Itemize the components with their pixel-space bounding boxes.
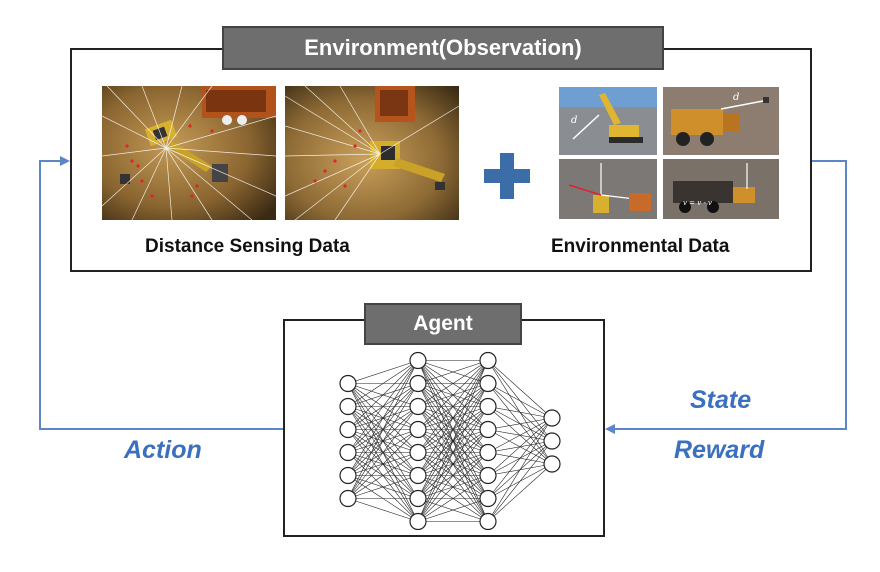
nn-node — [409, 466, 427, 485]
state-reward-arrow-line — [605, 160, 847, 434]
svg-text:d: d — [571, 115, 577, 126]
nn-connection — [487, 417, 553, 522]
nn-node — [409, 351, 427, 370]
reward-label: Reward — [674, 436, 765, 464]
nn-connection — [417, 498, 489, 522]
nn-node — [409, 420, 427, 439]
nn-connection — [487, 360, 553, 419]
environmental-image-angle — [559, 159, 657, 219]
nn-connection — [347, 360, 419, 430]
nn-node — [479, 443, 497, 462]
environmental-image-truck-velocity: v = v - v — [663, 159, 779, 219]
nn-connection — [417, 383, 489, 522]
nn-node — [479, 512, 497, 530]
environmental-image-excavator-distance: d — [559, 87, 657, 155]
nn-connection — [417, 475, 489, 522]
nn-node — [479, 351, 497, 370]
distance-sensing-image-1 — [102, 86, 276, 220]
nn-node — [409, 512, 427, 530]
environmental-image-truck-distance: d — [663, 87, 779, 155]
svg-text:d: d — [733, 92, 739, 103]
nn-connection — [487, 417, 553, 476]
nn-node — [543, 432, 561, 450]
plus-icon — [484, 153, 530, 199]
nn-connection — [347, 360, 419, 453]
nn-node — [479, 374, 497, 393]
nn-connection — [417, 406, 489, 522]
nn-node — [339, 466, 357, 485]
nn-connection — [347, 360, 419, 384]
nn-node — [339, 374, 357, 393]
action-arrow-line — [39, 156, 283, 430]
state-label: State — [690, 386, 752, 414]
nn-connection — [347, 498, 419, 522]
nn-connection — [417, 360, 489, 430]
neural-network-diagram — [339, 351, 561, 530]
nn-connection — [347, 475, 419, 499]
nn-connection — [347, 383, 419, 499]
nn-node — [409, 443, 427, 462]
nn-connection — [487, 417, 553, 453]
nn-node — [479, 420, 497, 439]
nn-connection — [487, 417, 553, 430]
agent-title: Agent — [364, 303, 522, 345]
nn-node — [543, 455, 561, 473]
nn-connection — [347, 360, 419, 407]
nn-connection — [417, 429, 489, 522]
nn-connection — [417, 360, 489, 407]
nn-connection — [487, 383, 553, 419]
nn-connection — [417, 360, 489, 384]
nn-node — [409, 397, 427, 416]
nn-connection — [347, 360, 419, 476]
nn-connection — [417, 360, 489, 476]
environmental-data-caption: Environmental Data — [551, 236, 730, 257]
nn-connection — [347, 406, 419, 499]
nn-node — [479, 466, 497, 485]
nn-node — [409, 374, 427, 393]
nn-connection — [417, 360, 489, 499]
nn-connection — [417, 360, 489, 522]
nn-connection — [347, 429, 419, 499]
nn-node — [543, 409, 561, 427]
nn-connection — [487, 406, 553, 419]
nn-connection — [347, 452, 419, 499]
nn-connection — [487, 417, 553, 499]
nn-connection — [487, 440, 553, 522]
nn-node — [339, 443, 357, 462]
svg-text:v = v - v: v = v - v — [683, 199, 712, 207]
nn-node — [339, 489, 357, 508]
distance-sensing-image-2 — [285, 86, 459, 220]
nn-node — [479, 489, 497, 508]
nn-connection — [417, 452, 489, 522]
nn-node — [339, 420, 357, 439]
nn-node — [339, 397, 357, 416]
distance-sensing-caption: Distance Sensing Data — [145, 236, 350, 257]
nn-connection — [487, 463, 553, 522]
nn-node — [479, 397, 497, 416]
environment-title: Environment(Observation) — [222, 26, 664, 70]
nn-node — [409, 489, 427, 508]
action-label: Action — [124, 436, 202, 464]
agent-box — [283, 319, 605, 537]
nn-connection — [417, 360, 489, 453]
nn-connection — [347, 360, 419, 499]
